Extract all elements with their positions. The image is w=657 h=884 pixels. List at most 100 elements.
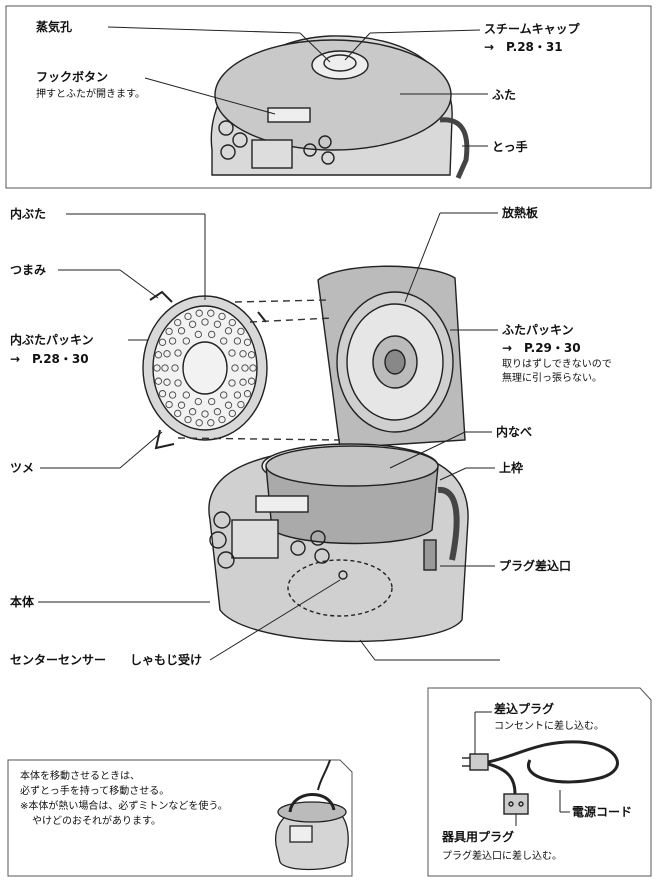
inner-lid-hole bbox=[233, 337, 242, 345]
inner-lid-hole bbox=[174, 318, 182, 327]
inner-lid-hole bbox=[188, 408, 197, 416]
move-note-line3: ※本体が熱い場合は、必ずミトンなどを使う。 bbox=[20, 801, 228, 812]
inner-lid-hole bbox=[239, 378, 247, 386]
inner-lid-hole bbox=[231, 364, 239, 372]
inner-lid-hole bbox=[218, 312, 226, 321]
inner-lid-hole bbox=[239, 350, 247, 358]
inner-lid-hole bbox=[228, 409, 236, 418]
inner-lid-illustration bbox=[142, 290, 268, 450]
inner-lid-hole bbox=[220, 337, 228, 345]
inner-lid-hole bbox=[168, 391, 177, 399]
move-panel-frame bbox=[7, 759, 353, 877]
inner-lid-hole bbox=[247, 351, 256, 359]
cord-panel-frame bbox=[427, 687, 652, 877]
open-cooker-illustration bbox=[208, 265, 469, 643]
inner-lid-hole bbox=[165, 327, 173, 336]
label-knob: つまみ bbox=[10, 263, 47, 277]
inner-lid-hole bbox=[207, 309, 215, 317]
label-hook-button: フックボタン bbox=[36, 70, 109, 84]
inner-lid-hole bbox=[237, 400, 245, 409]
label-handle: とっ手 bbox=[492, 140, 528, 154]
inner-lid-hole bbox=[208, 330, 216, 339]
inner-lid-hole bbox=[228, 379, 236, 387]
label-inner-lid-packing-ref: → P.28・30 bbox=[10, 352, 89, 366]
inner-lid-hole bbox=[220, 391, 228, 399]
inner-lid-hole bbox=[182, 391, 190, 399]
inner-lid-hole bbox=[184, 312, 192, 321]
inner-lid-hole bbox=[213, 408, 222, 416]
label-lid-packing-note1: 取りはずしできないので bbox=[502, 359, 612, 370]
inner-lid-hole bbox=[188, 320, 197, 328]
inner-lid-hole bbox=[168, 337, 177, 345]
inner-lid-hole bbox=[195, 309, 203, 317]
inner-lid-hole bbox=[154, 351, 163, 359]
inner-lid-hole bbox=[163, 350, 171, 358]
inner-lid-hole bbox=[233, 391, 242, 399]
inner-lid-hole bbox=[243, 390, 252, 398]
inner-lid-hole bbox=[177, 327, 186, 335]
label-heat-plate: 放熱板 bbox=[502, 206, 539, 220]
top-panel-frame bbox=[5, 5, 652, 189]
dashed-connectors bbox=[177, 299, 341, 441]
inner-lid-hole bbox=[174, 379, 182, 387]
label-lid-packing-note2: 無理に引っ張らない。 bbox=[502, 373, 602, 384]
inner-lid-hole bbox=[243, 338, 252, 346]
label-upper-frame: 上枠 bbox=[499, 461, 524, 475]
label-plug-inlet: プラグ差込口 bbox=[499, 559, 572, 573]
inner-lid-hole bbox=[171, 364, 179, 372]
carry-illustration bbox=[275, 759, 349, 871]
move-note-line4: やけどのおそれがあります。 bbox=[32, 816, 161, 827]
inner-lid-hole bbox=[158, 390, 167, 398]
inner-lid-hole bbox=[213, 320, 222, 328]
inner-lid-hole bbox=[177, 401, 186, 409]
inner-lid-hole bbox=[154, 377, 163, 385]
inner-lid-hole bbox=[194, 330, 202, 339]
inner-lid-hole bbox=[208, 397, 216, 406]
inner-lid-hole bbox=[165, 400, 173, 409]
move-note-line1: 本体を移動させるときは、 bbox=[20, 771, 140, 782]
cord-illustration bbox=[462, 740, 619, 815]
inner-lid-hole bbox=[163, 378, 171, 386]
label-lid-packing-ref: → P.29・30 bbox=[502, 341, 581, 355]
label-steam-cap-ref: → P.28・31 bbox=[484, 40, 563, 54]
top-leader-lines bbox=[107, 26, 488, 147]
inner-lid-hole bbox=[249, 364, 257, 372]
inner-lid-hole bbox=[174, 349, 182, 357]
inner-lid-hole bbox=[195, 419, 203, 427]
inner-lid-hole bbox=[228, 318, 236, 327]
label-center-sensor: センターセンサー bbox=[10, 653, 107, 667]
label-claw: ツメ bbox=[10, 461, 35, 475]
label-power-plug-desc: コンセントに差し込む。 bbox=[494, 721, 604, 732]
inner-lid-holes bbox=[153, 309, 257, 427]
label-power-cord: 電源コード bbox=[572, 805, 633, 819]
label-appliance-plug-desc: プラグ差込口に差し込む。 bbox=[442, 851, 562, 862]
inner-lid-hole bbox=[224, 327, 233, 335]
label-body: 本体 bbox=[10, 595, 35, 609]
label-inner-pot: 内なべ bbox=[496, 425, 533, 439]
cord-leader-lines bbox=[474, 711, 570, 826]
inner-lid-hole bbox=[218, 415, 226, 424]
label-inner-lid: 内ぶた bbox=[10, 207, 47, 221]
inner-lid-hole bbox=[184, 415, 192, 424]
inner-lid-hole bbox=[182, 337, 190, 345]
inner-lid-hole bbox=[207, 419, 215, 427]
move-note-line2: 必ずとっ手を持って移動させる。 bbox=[20, 786, 170, 797]
inner-lid-hole bbox=[201, 318, 209, 326]
label-steam-cap: スチームキャップ bbox=[484, 22, 580, 36]
label-inner-lid-packing: 内ぶたパッキン bbox=[10, 333, 94, 347]
inner-lid-hole bbox=[158, 338, 167, 346]
label-appliance-plug: 器具用プラグ bbox=[442, 830, 515, 844]
inner-lid-hole bbox=[237, 327, 245, 336]
inner-lid-hole bbox=[228, 349, 236, 357]
inner-lid-hole bbox=[194, 397, 202, 406]
label-lid: ふた bbox=[492, 88, 517, 102]
inner-lid-hole bbox=[224, 401, 233, 409]
inner-lid-hole bbox=[247, 377, 256, 385]
label-paddle-holder: しゃもじ受け bbox=[130, 653, 203, 667]
top-cooker-illustration bbox=[210, 35, 470, 180]
inner-lid-hole bbox=[153, 364, 161, 372]
inner-lid-hole bbox=[201, 410, 209, 418]
inner-lid-hole bbox=[174, 409, 182, 418]
label-lid-packing: ふたパッキン bbox=[502, 323, 574, 337]
